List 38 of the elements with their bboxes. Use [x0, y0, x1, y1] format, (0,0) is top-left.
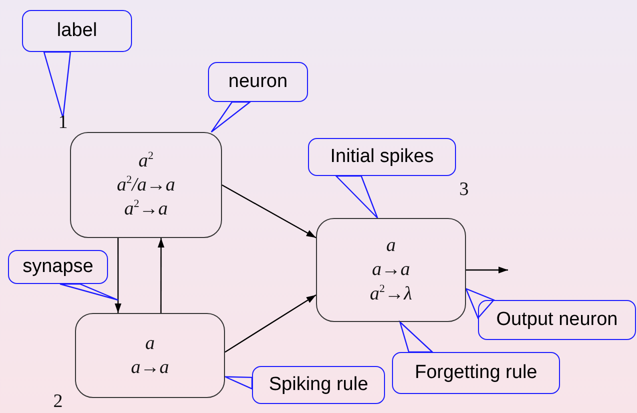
callout-bubble — [8, 250, 108, 284]
arrow — [158, 238, 164, 313]
callout-text: label — [56, 20, 98, 42]
callout-text: Forgetting rule — [414, 362, 538, 384]
arrow — [224, 294, 316, 353]
neuron-box — [70, 132, 222, 238]
rule-text: a — [386, 235, 396, 257]
callout-bubble — [308, 138, 456, 176]
arrow — [114, 238, 122, 313]
callout-bubble — [392, 352, 560, 394]
rule-text: a→a — [372, 258, 410, 281]
rule-text: a$^{2}$/a→a — [116, 174, 176, 196]
rule-text: a — [145, 332, 155, 354]
rule-text: a$^{2}$→a — [124, 198, 168, 220]
callout-tail — [43, 51, 72, 119]
callout-tail — [224, 376, 253, 390]
callout-text: Output neuron — [496, 309, 618, 331]
callout-bubble — [22, 10, 132, 52]
neuron-number: 1 — [58, 112, 68, 132]
callout-tail — [334, 175, 378, 219]
callout-tail — [210, 101, 252, 133]
rule-text: a$^{2}$→λ — [370, 282, 412, 305]
callout-text: Spiking rule — [268, 374, 368, 396]
neuron-box — [316, 218, 466, 322]
neuron-box — [75, 313, 225, 398]
rule-text: a$^{2}$ — [138, 150, 154, 172]
arrow — [466, 266, 508, 274]
arrow — [222, 184, 316, 238]
callout-text: neuron — [228, 71, 288, 93]
callout-text: Initial spikes — [330, 146, 434, 168]
callout-bubble — [478, 300, 636, 340]
rule-text: a→a — [131, 356, 169, 378]
callout-text: synapse — [22, 256, 94, 278]
neuron-number: 3 — [459, 180, 469, 198]
callout-bubble — [252, 366, 385, 404]
callout-tail — [59, 283, 119, 301]
callout-bubble — [208, 62, 308, 102]
neuron-number: 2 — [53, 392, 63, 410]
